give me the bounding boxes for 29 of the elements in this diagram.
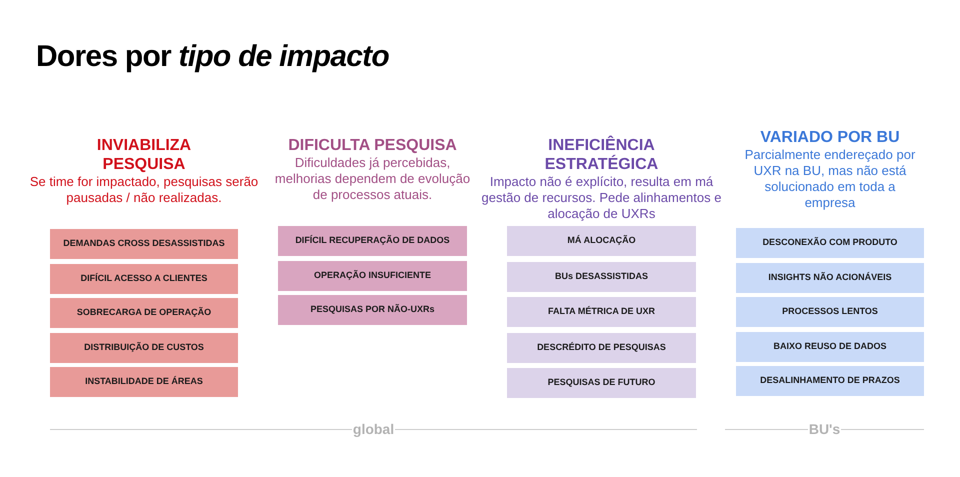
scope-label: global [352,420,396,439]
title: Dores por tipo de impacto [36,39,389,75]
pain-point-box: FALTA MÉTRICA DE UXR [507,297,696,327]
column-description: Impacto não é explícito, resulta em má gestão de recursos. Pede alinhamentos e alocação de UXRs [482,174,722,222]
pain-point-box: DESALINHAMENTO DE PRAZOS [736,366,924,396]
pain-point-box: DISTRIBUIÇÃO DE CUSTOS [50,332,238,362]
pain-point-box: DESCRÉDITO DE PESQUISAS [507,332,696,362]
column-heading: INEFICIÊNCIA ESTRATÉGICA [544,136,660,174]
column-heading: DIFICULTA PESQUISA [288,136,457,155]
pain-point-box: INSIGHTS NÃO ACIONÁVEIS [736,262,924,292]
column-description: Parcialmente endereçado por UXR na BU, mas não está solucionado em toda a empresa [744,147,916,211]
pain-point-box: BUs DESASSISTIDAS [507,262,696,292]
pain-point-box: DEMANDAS CROSS DESASSISTIDAS [50,229,238,259]
column-description: Se time for impactado, pesquisas serão pausadas / não realizadas. [29,174,259,206]
pain-point-box: BAIXO REUSO DE DADOS [736,332,924,362]
pain-point-box: MÁ ALOCAÇÃO [507,226,696,256]
pain-point-box: PESQUISAS DE FUTURO [507,368,696,398]
pain-point-box: DIFÍCIL RECUPERAÇÃO DE DADOS [278,226,467,256]
pain-point-box: DIFÍCIL ACESSO A CLIENTES [50,264,238,294]
scope-label: BU's [808,420,842,439]
column-heading: INVIABILIZA PESQUISA [96,136,192,174]
pain-point-box: PROCESSOS LENTOS [736,297,924,327]
pain-point-box: PESQUISAS POR NÃO-UXRs [278,295,467,325]
pain-point-box: OPERAÇÃO INSUFICIENTE [278,260,467,290]
pain-point-box: SOBRECARGA DE OPERAÇÃO [50,298,238,328]
pain-point-box: INSTABILIDADE DE ÁREAS [50,367,238,397]
column-description: Dificuldades já percebidas, melhorias dependem de evolução de processos atuais. [274,155,472,203]
column-heading: VARIADO POR BU [760,128,900,147]
pain-point-box: DESCONEXÃO COM PRODUTO [736,228,924,258]
